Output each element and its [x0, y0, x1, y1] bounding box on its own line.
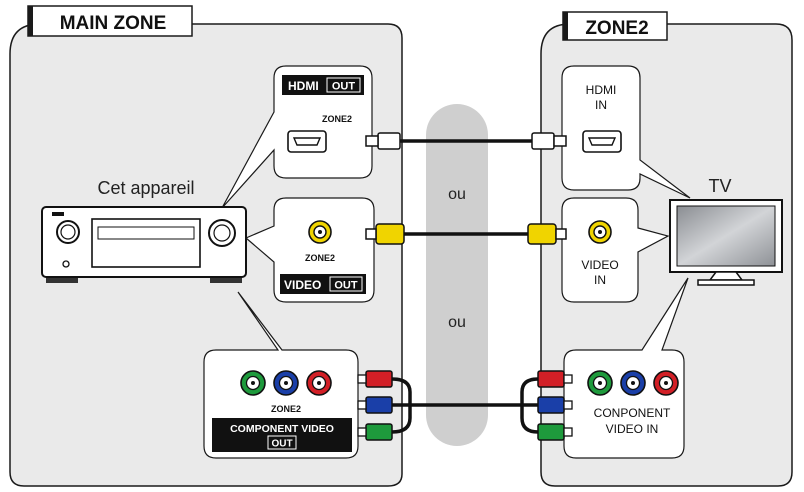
component-in-line2: VIDEO IN	[606, 422, 659, 436]
red-jack-icon	[306, 370, 332, 396]
component-in-callout	[563, 277, 689, 459]
component-out-zone-label: ZONE2	[271, 404, 301, 414]
tv-label: TV	[708, 176, 731, 196]
hdmi-out-port-icon	[287, 130, 327, 153]
component-in-line1: CONPONENT	[594, 406, 671, 420]
component-in-jacks	[587, 370, 679, 396]
hdmi-out-badge	[282, 75, 364, 95]
red-jack-icon	[653, 370, 679, 396]
green-jack-icon	[587, 370, 613, 396]
video-out-out: OUT	[334, 280, 358, 292]
hdmi-in-port-icon	[582, 130, 622, 153]
or-separator	[426, 104, 488, 446]
or-text-top: ou	[448, 186, 466, 203]
video-out-label: VIDEO	[284, 278, 321, 292]
blue-jack-icon	[620, 370, 646, 396]
component-cable	[357, 370, 573, 441]
av-receiver-icon	[41, 206, 247, 283]
main-zone-title: MAIN ZONE	[60, 13, 167, 34]
tv-icon	[669, 199, 783, 286]
hdmi-out-label: HDMI	[288, 79, 319, 93]
video-in-callout	[561, 197, 670, 303]
device-label: Cet appareil	[97, 178, 194, 198]
video-out-zone-label: ZONE2	[305, 253, 335, 263]
hdmi-in-callout	[561, 65, 691, 199]
green-jack-icon	[240, 370, 266, 396]
hdmi-in-line2: IN	[595, 98, 607, 112]
hdmi-in-line1: HDMI	[586, 83, 617, 97]
component-out-label: COMPONENT VIDEO	[230, 423, 334, 435]
blue-jack-icon	[273, 370, 299, 396]
or-text-bottom: ou	[448, 314, 466, 331]
component-out-jacks	[240, 370, 332, 396]
component-out-badge	[212, 418, 352, 452]
video-out-jack-icon	[308, 220, 332, 244]
hdmi-out-zone-label: ZONE2	[322, 114, 352, 124]
video-cable	[365, 223, 567, 245]
video-in-jack-icon	[588, 220, 612, 244]
hdmi-cable	[365, 132, 567, 150]
hdmi-out-out: OUT	[332, 81, 356, 93]
video-out-badge	[280, 274, 366, 294]
video-in-line2: IN	[594, 273, 606, 287]
component-out-out: OUT	[271, 439, 292, 450]
video-in-line1: VIDEO	[581, 258, 618, 272]
zone2-title: ZONE2	[585, 18, 648, 39]
